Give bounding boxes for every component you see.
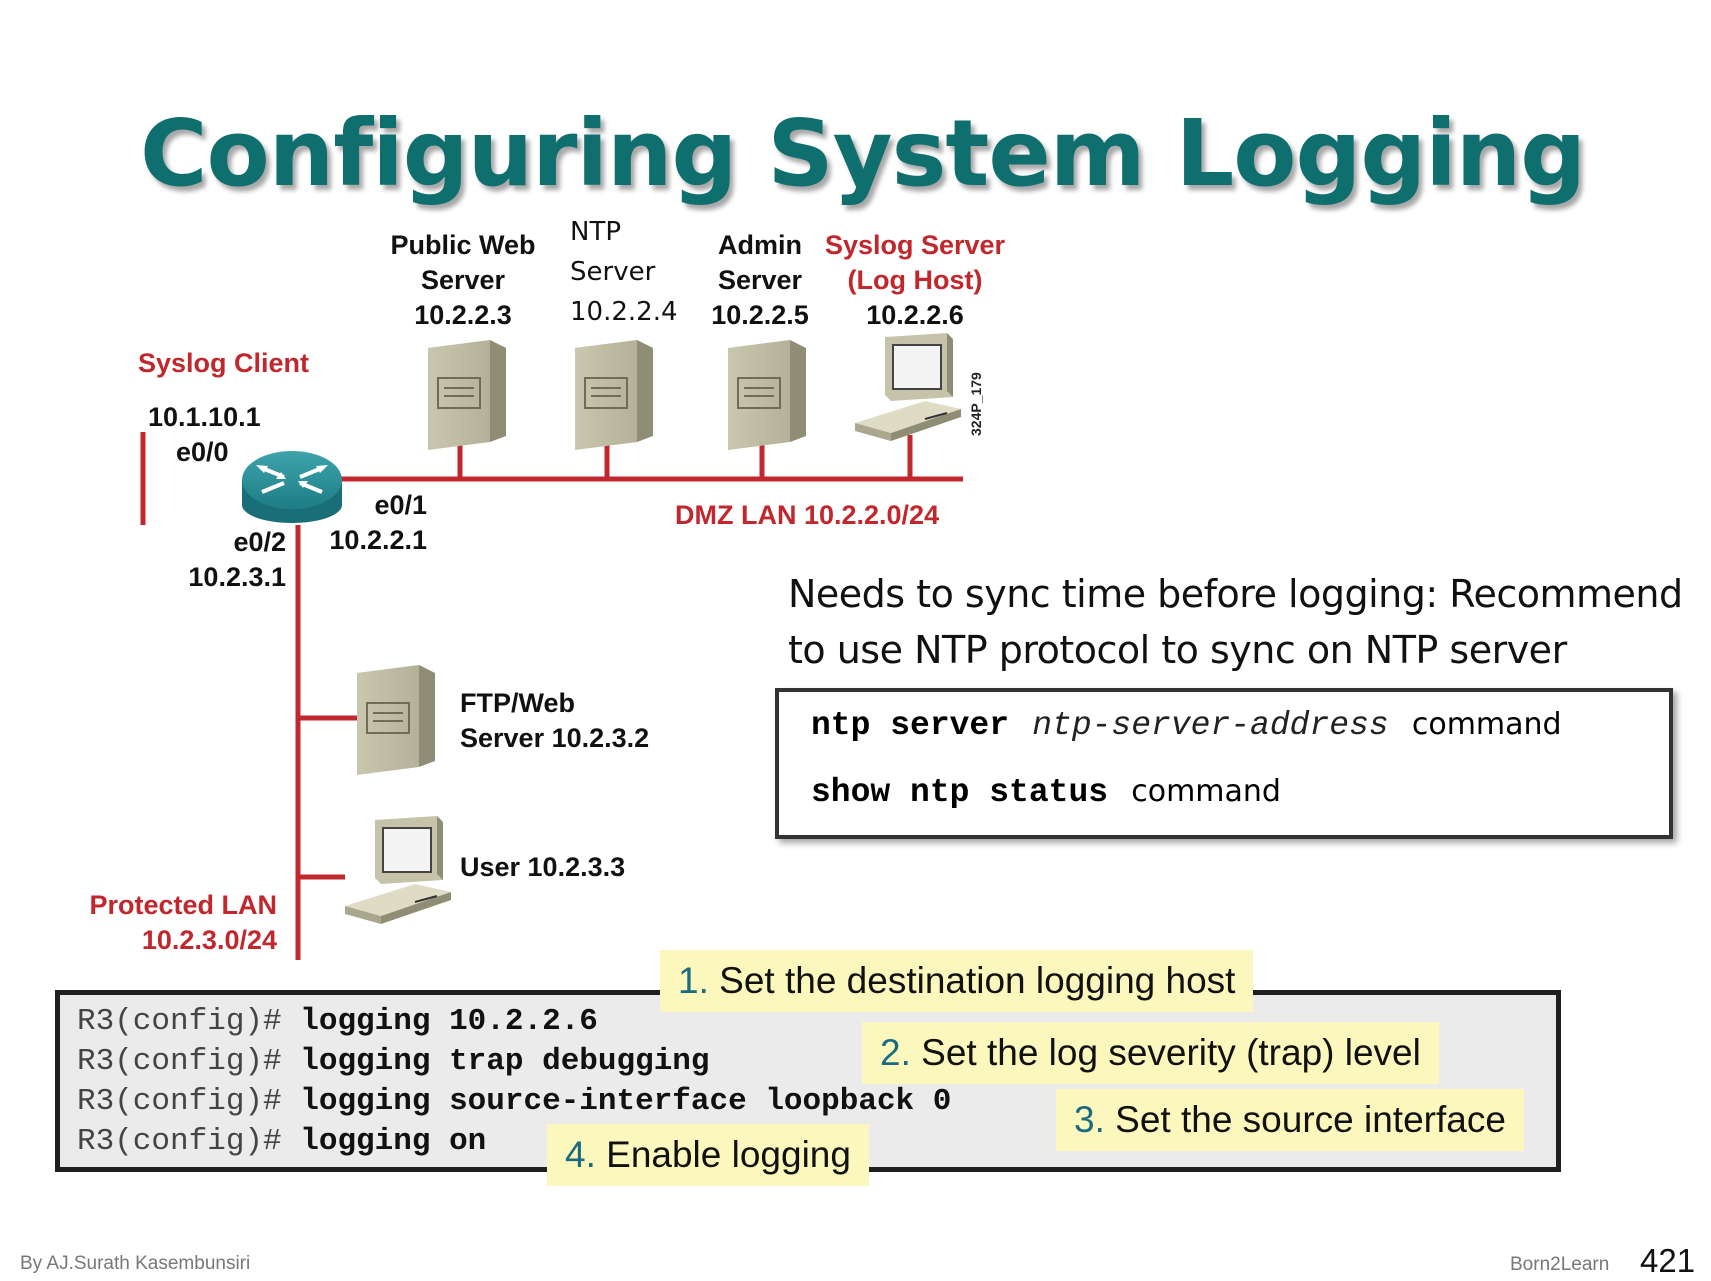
router-e02-label: e0/2 10.2.3.1 bbox=[188, 527, 286, 592]
dmz-lan-label: DMZ LAN 10.2.2.0/24 bbox=[675, 500, 940, 530]
console-line: R3(config)# logging 10.2.2.6 bbox=[77, 1004, 598, 1039]
router-icon bbox=[242, 451, 342, 523]
figure-id: 324P_179 bbox=[968, 372, 984, 436]
router-e00-label: 10.1.10.1 e0/0 bbox=[148, 402, 261, 467]
console-line: R3(config)# logging trap debugging bbox=[77, 1044, 710, 1079]
footer-brand: Born2Learn bbox=[1510, 1254, 1610, 1275]
ntp-note: Needs to sync time before logging: Recom… bbox=[788, 572, 1683, 672]
callout-3: 3. Set the source interface bbox=[1056, 1089, 1524, 1151]
ftp-web-server-label: FTP/Web Server 10.2.3.2 bbox=[460, 688, 650, 753]
syslog-server-workstation-icon bbox=[855, 333, 961, 441]
network-lines bbox=[140, 432, 963, 960]
syslog-server-label: Syslog Server (Log Host) 10.2.2.6 bbox=[824, 230, 1006, 330]
protected-lan-label: Protected LAN 10.2.3.0/24 bbox=[89, 890, 277, 955]
console-line: R3(config)# logging on bbox=[77, 1124, 487, 1159]
ftp-web-server-icon bbox=[357, 665, 435, 775]
ntp-command-box: ntp server ntp-server-address command sh… bbox=[775, 688, 1673, 839]
syslog-client-label: Syslog Client bbox=[138, 348, 310, 378]
ntp-server-command: ntp server ntp-server-address command bbox=[811, 707, 1562, 744]
public-web-server-label: Public Web Server 10.2.2.3 bbox=[390, 230, 536, 330]
callout-2: 2. Set the log severity (trap) level bbox=[862, 1022, 1439, 1084]
ntp-server-label: NTP Server 10.2.2.4 bbox=[570, 217, 678, 327]
public-web-server-icon bbox=[428, 340, 506, 450]
show-ntp-status-command: show ntp status command bbox=[811, 774, 1281, 811]
page-title: Configuring System Logging bbox=[140, 100, 1586, 207]
admin-server-label: Admin Server 10.2.2.5 bbox=[711, 230, 809, 330]
user-workstation-icon bbox=[345, 816, 451, 924]
console-line: R3(config)# logging source-interface loo… bbox=[77, 1084, 952, 1119]
callout-1: 1. Set the destination logging host bbox=[660, 950, 1254, 1012]
footer-author: By AJ.Surath Kasembunsiri bbox=[20, 1253, 251, 1274]
page-number: 421 bbox=[1640, 1242, 1696, 1279]
callout-4: 4. Enable logging bbox=[547, 1124, 869, 1186]
ntp-server-icon bbox=[575, 340, 653, 450]
user-label: User 10.2.3.3 bbox=[460, 852, 626, 882]
admin-server-icon bbox=[728, 340, 806, 450]
router-e01-label: e0/1 10.2.2.1 bbox=[329, 490, 427, 555]
